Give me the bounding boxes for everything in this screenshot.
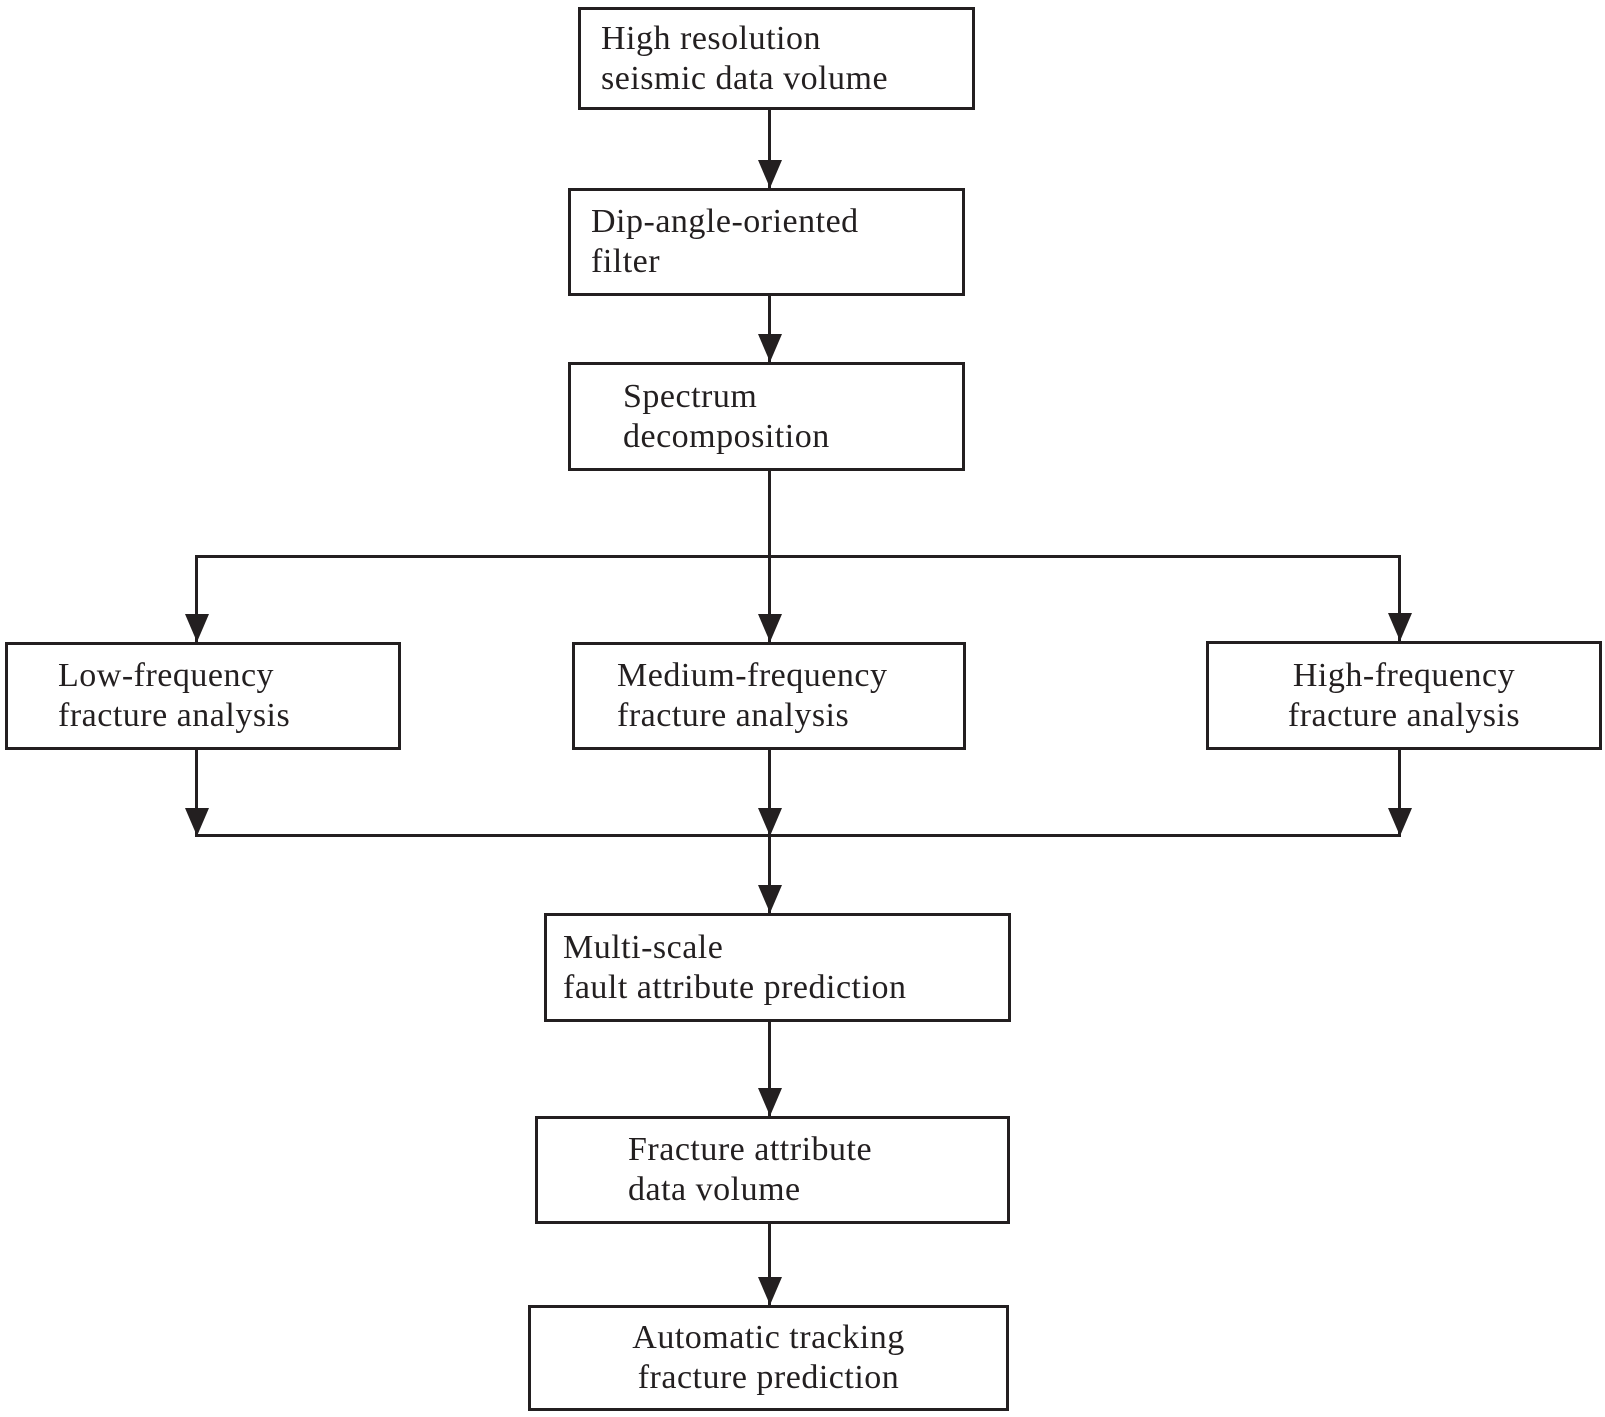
- node-high-frequency-fracture-analysis: High-frequency fracture analysis: [1206, 641, 1602, 750]
- arrowhead-into-spectrum-icon: [758, 334, 782, 362]
- connector-spectrum-down: [768, 470, 771, 558]
- connector-merge-bar: [195, 834, 1401, 837]
- connector-to-low-frequency: [195, 558, 198, 642]
- arrowhead-medium-into-merge-bar-icon: [758, 808, 782, 836]
- node-label-line: Automatic tracking: [632, 1319, 905, 1356]
- node-label-line: Multi-scale: [563, 928, 724, 966]
- node-label-line: decomposition: [623, 417, 830, 455]
- node-label-line: seismic data volume: [601, 59, 889, 97]
- arrowhead-into-high-frequency-icon: [1388, 613, 1412, 641]
- node-label-line: Fracture attribute: [628, 1131, 873, 1168]
- node-low-frequency-fracture-analysis: Low-frequency fracture analysis: [5, 642, 401, 750]
- arrowhead-into-medium-frequency-icon: [758, 614, 782, 642]
- node-label-line: fracture analysis: [1287, 696, 1521, 734]
- connector-filter-to-spectrum: [768, 296, 771, 362]
- arrowhead-into-tracking-icon: [758, 1277, 782, 1305]
- node-label-line: Medium-frequency: [617, 657, 888, 694]
- node-label-line: High resolution: [601, 19, 821, 57]
- connector-low-frequency-down: [195, 749, 198, 836]
- connector-branch-bar: [195, 555, 1401, 558]
- arrowhead-into-multiscale-icon: [758, 885, 782, 913]
- connector-seismic-to-filter: [768, 108, 771, 188]
- node-spectrum-decomposition: Spectrum decomposition: [568, 362, 965, 471]
- connector-multiscale-to-attribute-volume: [768, 1022, 771, 1116]
- node-label-line: fault attribute prediction: [563, 968, 907, 1006]
- arrowhead-low-into-merge-bar-icon: [185, 808, 209, 836]
- node-dip-angle-oriented-filter: Dip-angle-oriented filter: [568, 188, 965, 296]
- arrowhead-into-filter-icon: [758, 160, 782, 188]
- arrowhead-into-low-frequency-icon: [185, 614, 209, 642]
- node-label-line: fracture analysis: [58, 697, 291, 734]
- node-multi-scale-fault-attribute-prediction: Multi-scale fault attribute prediction: [544, 913, 1011, 1022]
- node-label-line: Low-frequency: [58, 657, 275, 694]
- connector-attribute-volume-to-tracking: [768, 1223, 771, 1305]
- node-high-resolution-seismic-data-volume: High resolution seismic data volume: [578, 7, 975, 110]
- connector-to-medium-frequency: [768, 558, 771, 642]
- node-label-line: Dip-angle-oriented: [591, 203, 859, 240]
- connector-high-frequency-down: [1398, 749, 1401, 836]
- node-label-line: data volume: [628, 1171, 801, 1208]
- node-label-line: fracture analysis: [617, 697, 850, 734]
- node-label-line: filter: [591, 243, 661, 280]
- node-label-line: Spectrum: [623, 377, 758, 415]
- connector-to-high-frequency: [1398, 558, 1401, 641]
- arrowhead-high-into-merge-bar-icon: [1388, 808, 1412, 836]
- node-medium-frequency-fracture-analysis: Medium-frequency fracture analysis: [572, 642, 966, 750]
- node-label-line: High-frequency: [1292, 656, 1516, 694]
- node-label-line: fracture prediction: [637, 1359, 900, 1396]
- node-fracture-attribute-data-volume: Fracture attribute data volume: [535, 1116, 1010, 1224]
- arrowhead-into-attribute-volume-icon: [758, 1088, 782, 1116]
- node-automatic-tracking-fracture-prediction: Automatic tracking fracture prediction: [528, 1305, 1009, 1411]
